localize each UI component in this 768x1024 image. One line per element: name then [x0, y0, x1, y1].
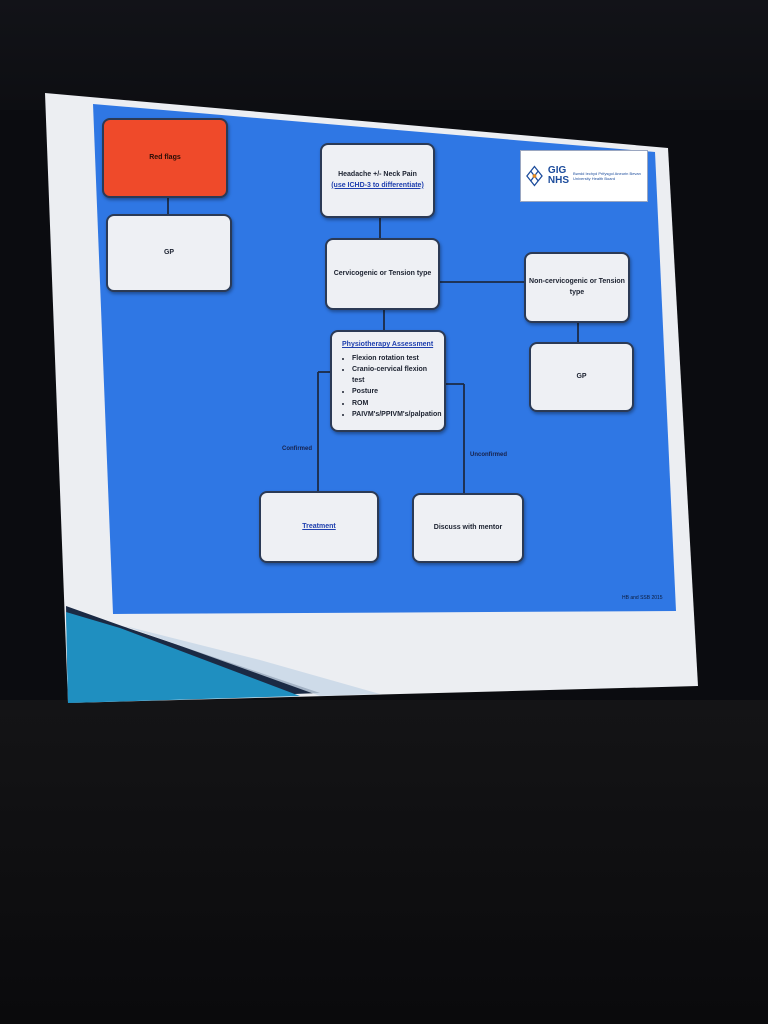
- headache-box: Headache +/- Neck Pain (use ICHD-3 to di…: [320, 143, 435, 218]
- treatment-box: Treatment: [259, 491, 379, 563]
- cervicogenic-box: Cervicogenic or Tension type: [325, 238, 440, 310]
- logo-wordmark: GIG NHS: [544, 164, 570, 187]
- gp-left-label: GP: [163, 248, 175, 256]
- gp-right-label: GP: [576, 372, 587, 380]
- slide-decor-wedge-light: [125, 626, 380, 696]
- ichd-link-label: (use ICHD-3 to differentiate): [331, 181, 424, 189]
- discuss-mentor-box: Discuss with mentor: [412, 493, 524, 563]
- physio-assessment-box: Physiotherapy Assessment Flexion rotatio…: [330, 330, 446, 432]
- headache-label: Headache +/- Neck Pain: [338, 171, 417, 178]
- non-cervicogenic-label: Non-cervicogenic or Tension type: [529, 278, 625, 296]
- slide-footer: HB and SSB 2015: [622, 595, 663, 601]
- room-background-bottom: [0, 700, 768, 1024]
- physio-item: ROM: [352, 399, 434, 410]
- discuss-mentor-label: Discuss with mentor: [433, 523, 503, 531]
- physio-item: Flexion rotation test: [352, 354, 434, 365]
- physio-assessment-list: Flexion rotation test Cranio-cervical fl…: [342, 354, 442, 421]
- gp-box-left: GP: [106, 214, 232, 292]
- unconfirmed-label: Unconfirmed: [470, 452, 508, 458]
- connector-lines: [167, 196, 579, 494]
- cervicogenic-label: Cervicogenic or Tension type: [333, 269, 432, 277]
- nhs-wales-logo: GIG NHS Bwrdd Iechyd Prifysgol Aneurin B…: [520, 150, 648, 202]
- physio-item: PAIVM's/PPIVM's/palpation: [352, 410, 442, 421]
- knot-icon: [526, 165, 543, 187]
- logo-board-name: Bwrdd Iechyd Prifysgol Aneurin Bevan Uni…: [573, 170, 641, 181]
- treatment-label: Treatment: [302, 522, 336, 530]
- physio-item: Cranio-cervical flexion test: [352, 365, 434, 386]
- room-background-top: [0, 0, 768, 110]
- non-cervicogenic-box: Non-cervicogenic or Tension type: [524, 252, 630, 323]
- physio-assessment-title: Physiotherapy Assessment: [342, 341, 434, 348]
- physio-item: Posture: [352, 387, 434, 398]
- slide-decor-wedge-teal: [66, 612, 300, 703]
- red-flags-label: Red flags: [149, 153, 181, 161]
- logo-nhs: NHS: [547, 175, 570, 186]
- confirmed-label: Confirmed: [282, 446, 312, 452]
- logo-gig: GIG: [547, 164, 567, 176]
- gp-box-right: GP: [529, 342, 634, 412]
- red-flags-box: Red flags: [102, 118, 228, 198]
